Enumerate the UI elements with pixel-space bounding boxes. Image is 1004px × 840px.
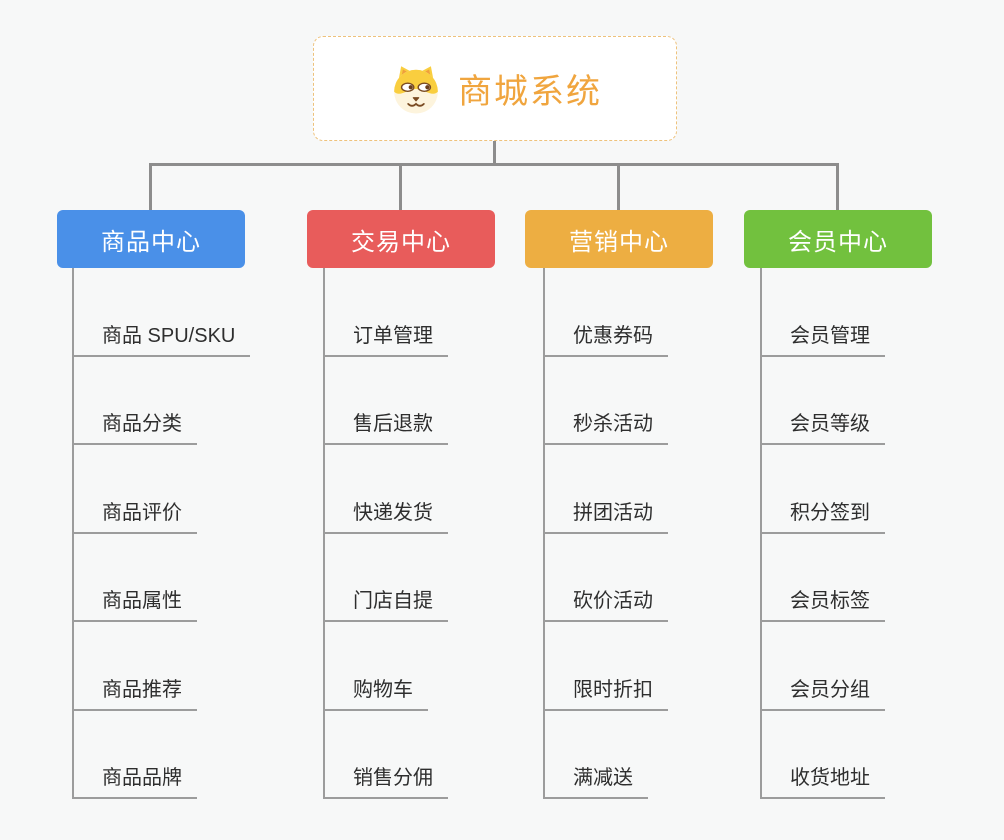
subtopic-node[interactable]: 会员分组 bbox=[760, 680, 885, 711]
subtopic-node[interactable]: 快递发货 bbox=[323, 503, 448, 534]
subtopic-node[interactable]: 商品属性 bbox=[72, 591, 197, 622]
connector-drop-trade bbox=[399, 163, 402, 210]
subtopic-node[interactable]: 会员等级 bbox=[760, 414, 885, 445]
subtopic-node[interactable]: 秒杀活动 bbox=[543, 414, 668, 445]
subtopic-node[interactable]: 商品 SPU/SKU bbox=[72, 326, 251, 357]
subtopic-node[interactable]: 商品推荐 bbox=[72, 680, 197, 711]
subtopic-node[interactable]: 收货地址 bbox=[760, 768, 885, 799]
subtopic-node[interactable]: 门店自提 bbox=[323, 591, 448, 622]
subtopic-node[interactable]: 拼团活动 bbox=[543, 503, 668, 534]
subtopic-node[interactable]: 限时折扣 bbox=[543, 680, 668, 711]
branch-node-marketing-center[interactable]: 营销中心 bbox=[525, 210, 713, 268]
branch-label: 会员中心 bbox=[788, 228, 888, 256]
root-topic-node[interactable]: 商城系统 bbox=[313, 36, 677, 141]
subtopic-node[interactable]: 积分签到 bbox=[760, 503, 885, 534]
connector-root-stem bbox=[493, 141, 496, 165]
branch-node-product-center[interactable]: 商品中心 bbox=[57, 210, 245, 268]
subtopic-node[interactable]: 优惠券码 bbox=[543, 326, 668, 357]
branch-label: 交易中心 bbox=[351, 228, 451, 256]
branch-column-product: 商品 SPU/SKU 商品分类 商品评价 商品属性 商品推荐 商品品牌 bbox=[72, 268, 251, 799]
branch-column-member: 会员管理 会员等级 积分签到 会员标签 会员分组 收货地址 bbox=[760, 268, 885, 799]
subtopic-node[interactable]: 商品评价 bbox=[72, 503, 197, 534]
branch-label: 营销中心 bbox=[569, 228, 669, 256]
branch-column-marketing: 优惠券码 秒杀活动 拼团活动 砍价活动 限时折扣 满减送 bbox=[543, 268, 668, 799]
branch-label: 商品中心 bbox=[101, 228, 201, 256]
subtopic-node[interactable]: 订单管理 bbox=[323, 326, 448, 357]
subtopic-node[interactable]: 商品分类 bbox=[72, 414, 197, 445]
branch-column-trade: 订单管理 售后退款 快递发货 门店自提 购物车 销售分佣 bbox=[323, 268, 448, 799]
branch-node-trade-center[interactable]: 交易中心 bbox=[307, 210, 495, 268]
connector-drop-marketing bbox=[617, 163, 620, 210]
connector-drop-product bbox=[149, 163, 152, 210]
shiba-dog-icon bbox=[394, 65, 438, 113]
subtopic-node[interactable]: 购物车 bbox=[323, 680, 428, 711]
subtopic-node[interactable]: 砍价活动 bbox=[543, 591, 668, 622]
subtopic-node[interactable]: 会员管理 bbox=[760, 326, 885, 357]
subtopic-node[interactable]: 满减送 bbox=[543, 768, 648, 799]
subtopic-node[interactable]: 销售分佣 bbox=[323, 768, 448, 799]
subtopic-node[interactable]: 会员标签 bbox=[760, 591, 885, 622]
root-topic-title: 商城系统 bbox=[458, 73, 602, 111]
subtopic-node[interactable]: 商品品牌 bbox=[72, 768, 197, 799]
connector-horizontal-bus bbox=[149, 163, 839, 166]
connector-drop-member bbox=[836, 163, 839, 210]
subtopic-node[interactable]: 售后退款 bbox=[323, 414, 448, 445]
branch-node-member-center[interactable]: 会员中心 bbox=[744, 210, 932, 268]
